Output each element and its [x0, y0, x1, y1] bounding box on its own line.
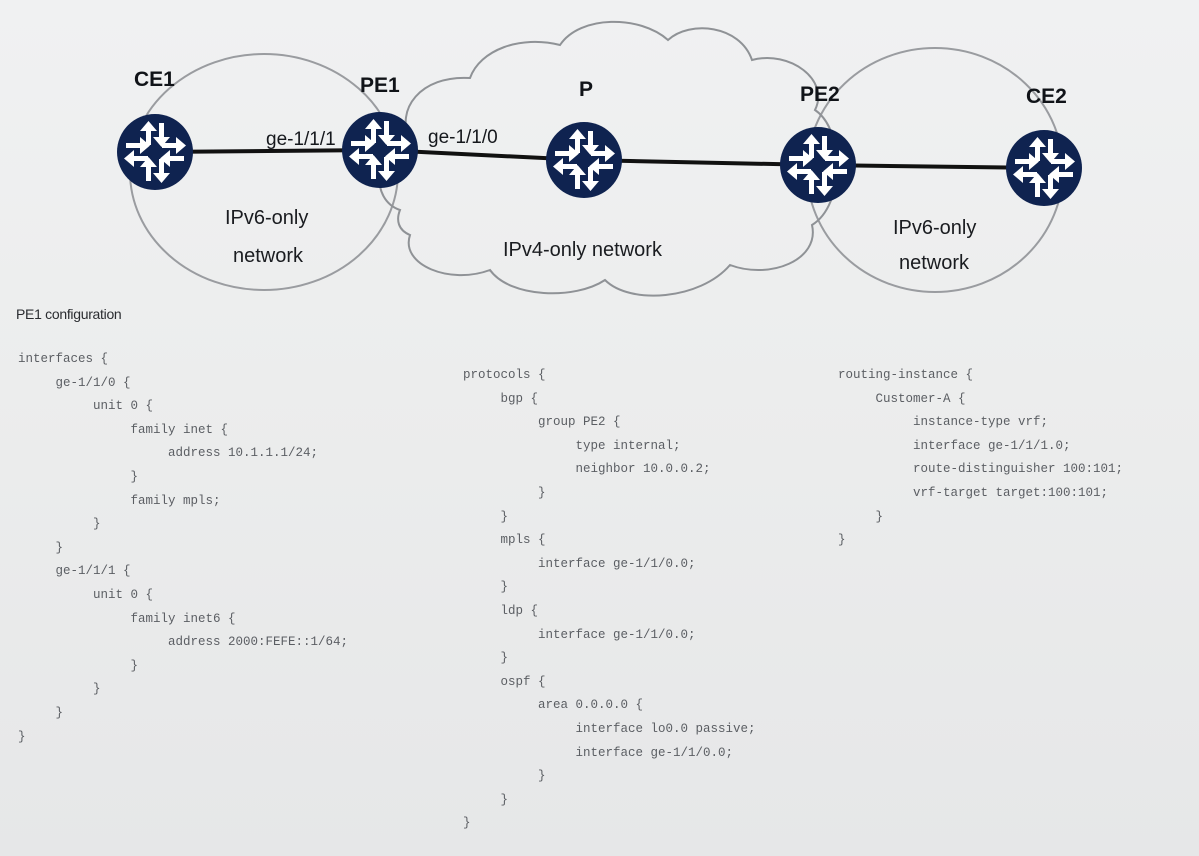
core-network-label: IPv4-only network: [503, 239, 663, 261]
router-pe1-icon: [342, 112, 418, 188]
config-line: family mpls;: [18, 493, 221, 508]
config-line: bgp {: [463, 391, 539, 406]
config-line: }: [18, 469, 139, 484]
config-line: interface ge-1/1/0.0;: [463, 556, 696, 571]
config-line: }: [18, 540, 64, 555]
config-line: mpls {: [463, 533, 546, 548]
config-line: }: [463, 651, 509, 666]
routing-instance-config-block: routing-instance { Customer-A { instance…: [838, 364, 1123, 553]
config-line: }: [18, 658, 139, 673]
router-ce1-label: CE1: [134, 68, 175, 91]
config-line: interface ge-1/1/0.0;: [463, 745, 734, 760]
right-network-label-line1: IPv6-only: [893, 217, 976, 239]
left-network-label-line2: network: [233, 245, 304, 267]
network-topology-diagram: CE1 PE1 P PE2 CE2 ge-1/1/1 ge-1/1/0 IPv6…: [117, 20, 1082, 297]
config-line: interface lo0.0 passive;: [463, 721, 756, 736]
interface-label-ge-1-1-1: ge-1/1/1: [266, 129, 336, 150]
config-line: routing-instance {: [838, 368, 974, 382]
config-line: interfaces {: [18, 352, 109, 366]
config-line: group PE2 {: [463, 415, 621, 430]
ipv4-network-cloud: [378, 20, 839, 297]
config-line: }: [838, 509, 884, 524]
interfaces-config-block: interfaces { ge-1/1/0 { unit 0 { family …: [18, 348, 348, 749]
router-ce2-icon: [1006, 130, 1082, 206]
config-line: ge-1/1/1 {: [18, 564, 131, 579]
config-line: vrf-target target:100:101;: [838, 485, 1109, 500]
right-network-label-line2: network: [899, 252, 970, 274]
left-network-label-line1: IPv6-only: [225, 207, 308, 229]
config-line: protocols {: [463, 368, 546, 382]
config-line: ospf {: [463, 674, 546, 689]
config-line: interface ge-1/1/1.0;: [838, 438, 1071, 453]
config-line: unit 0 {: [18, 399, 154, 414]
config-line: route-distinguisher 100:101;: [838, 462, 1124, 477]
config-line: }: [838, 533, 846, 548]
router-pe1-label: PE1: [360, 74, 400, 97]
config-line: ldp {: [463, 603, 539, 618]
config-line: }: [463, 816, 471, 831]
router-ce2-label: CE2: [1026, 85, 1067, 108]
config-line: }: [18, 729, 26, 744]
config-line: Customer-A {: [838, 391, 966, 406]
config-line: address 2000:FEFE::1/64;: [18, 635, 349, 650]
router-pe2-label: PE2: [800, 83, 840, 106]
interface-label-ge-1-1-0: ge-1/1/0: [428, 127, 498, 148]
config-title: PE1 configuration: [16, 306, 122, 322]
router-pe2-icon: [780, 127, 856, 203]
config-line: }: [18, 705, 64, 720]
router-p-icon: [546, 122, 622, 198]
config-line: }: [18, 517, 101, 532]
config-line: neighbor 10.0.0.2;: [463, 462, 711, 477]
config-line: }: [463, 485, 546, 500]
protocols-config-block: protocols { bgp { group PE2 { type inter…: [463, 364, 756, 836]
config-line: interface ge-1/1/0.0;: [463, 627, 696, 642]
config-line: }: [463, 792, 509, 807]
config-line: unit 0 {: [18, 587, 154, 602]
config-line: }: [463, 580, 509, 595]
link-p-pe2: [583, 158, 819, 167]
config-line: family inet6 {: [18, 611, 236, 626]
config-line: }: [463, 509, 509, 524]
router-p-label: P: [579, 78, 593, 101]
config-line: ge-1/1/0 {: [18, 375, 131, 390]
config-line: type internal;: [463, 438, 681, 453]
config-line: }: [463, 769, 546, 784]
config-line: }: [18, 682, 101, 697]
config-line: instance-type vrf;: [838, 415, 1049, 430]
config-line: address 10.1.1.1/24;: [18, 446, 319, 461]
router-ce1-icon: [117, 114, 193, 190]
config-line: family inet {: [18, 422, 229, 437]
config-line: area 0.0.0.0 {: [463, 698, 644, 713]
